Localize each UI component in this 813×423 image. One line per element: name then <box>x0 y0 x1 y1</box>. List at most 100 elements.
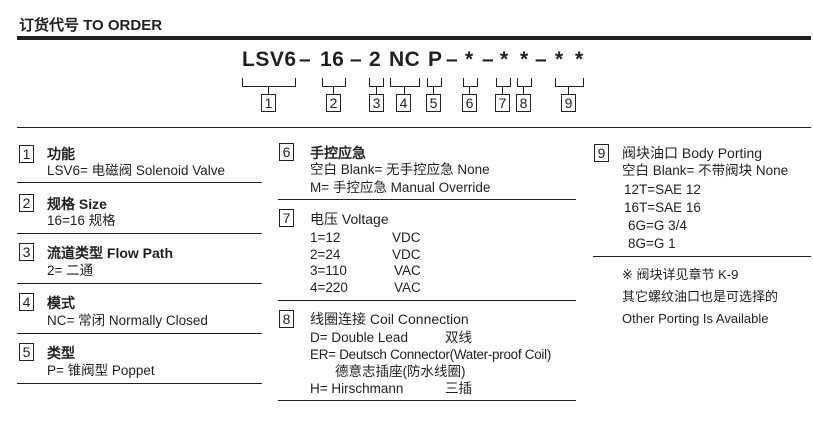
porting-note: ※ 阀块详见章节 K-9 其它螺纹油口也是可选择的 Other Porting … <box>622 264 778 330</box>
section-number: 4 <box>19 293 34 311</box>
code-dash: – <box>482 48 495 71</box>
section-heading: 手控应急 <box>310 145 366 161</box>
section-heading: 电压 Voltage <box>310 211 389 227</box>
position-number: 4 <box>396 94 411 112</box>
divider <box>17 233 262 234</box>
page-title: 订货代号 TO ORDER <box>19 17 163 34</box>
code-dash: – <box>299 48 312 71</box>
section-heading: 类型 <box>47 345 75 361</box>
note-line: ※ 阀块详见章节 K-9 <box>622 267 739 282</box>
bracket-stem <box>404 86 405 94</box>
section-rule <box>17 127 811 128</box>
section-heading: 功能 <box>47 146 75 162</box>
section-line: NC= 常闭 Normally Closed <box>47 313 208 328</box>
section-number: 1 <box>19 145 34 163</box>
code-dash: – <box>535 48 548 71</box>
code-part: P <box>428 48 443 71</box>
position-number: 3 <box>369 94 384 112</box>
voltage-code: 1=12 <box>310 230 341 245</box>
section-line: 双线 <box>445 330 472 345</box>
code-part: NC <box>389 48 421 71</box>
divider <box>278 300 576 301</box>
position-number: 6 <box>462 94 477 112</box>
code-part: * <box>465 48 474 71</box>
bracket <box>496 78 511 87</box>
code-dash: – <box>446 48 459 71</box>
code-part: * <box>575 48 584 71</box>
section-line: 6G=G 3/4 <box>628 218 687 233</box>
section-number: 9 <box>594 144 609 162</box>
position-number: 9 <box>561 94 576 112</box>
code-part: 2 <box>369 48 382 71</box>
section-line: 12T=SAE 12 <box>624 182 701 197</box>
note-line: 其它螺纹油口也是可选择的 <box>622 289 779 304</box>
code-part: * <box>520 48 529 71</box>
section-heading: 阀块油口 Body Porting <box>622 145 763 161</box>
code-part: * <box>500 48 509 71</box>
bracket <box>555 78 584 87</box>
section-line: H= Hirschmann <box>310 381 404 396</box>
position-number: 5 <box>426 94 441 112</box>
bracket <box>390 78 420 87</box>
section-number: 3 <box>19 243 34 261</box>
divider <box>17 333 262 334</box>
voltage-row: 3=110 VAC <box>310 263 421 280</box>
section-line: 16=16 规格 <box>47 213 116 228</box>
voltage-row: 4=220 VAC <box>310 280 421 297</box>
code-dash: – <box>350 48 363 71</box>
voltage-type: VAC <box>394 263 421 278</box>
divider <box>278 400 576 401</box>
section-number: 5 <box>19 343 34 361</box>
bracket-stem <box>268 86 269 94</box>
bracket-stem <box>568 86 569 94</box>
divider <box>17 283 262 284</box>
section-line: 16T=SAE 16 <box>624 200 701 215</box>
section-line: 德意志插座(防水线圈) <box>335 364 466 379</box>
section-line: 2= 二通 <box>47 263 94 278</box>
section-line: 空白 Blank= 无手控应急 None <box>310 162 490 177</box>
section-line: P= 锥阀型 Poppet <box>47 363 155 378</box>
section-number: 2 <box>19 194 34 212</box>
section-line: ER= Deutsch Connector(Water-proof Coil) <box>310 347 552 362</box>
section-line: LSV6= 电磁阀 Solenoid Valve <box>47 163 225 178</box>
section-heading: 规格 Size <box>47 196 107 212</box>
voltage-code: 2=24 <box>310 246 341 262</box>
section-number: 6 <box>279 143 294 161</box>
divider <box>278 199 576 200</box>
voltage-row: 2=24 VDC <box>310 247 421 264</box>
position-number: 2 <box>326 94 341 112</box>
voltage-type: VAC <box>394 279 421 295</box>
bracket-stem <box>333 86 334 94</box>
section-heading: 线圈连接 Coil Connection <box>310 311 469 327</box>
voltage-code: 4=220 <box>310 279 348 295</box>
position-number: 1 <box>261 94 276 112</box>
divider <box>17 182 262 183</box>
section-number: 7 <box>279 209 294 227</box>
code-part: LSV6 <box>242 48 297 71</box>
section-heading: 流道类型 Flow Path <box>47 245 173 261</box>
section-number: 8 <box>279 310 294 328</box>
note-line: Other Porting Is Available <box>622 311 769 326</box>
code-part: * <box>555 48 564 71</box>
bracket <box>463 78 478 87</box>
bracket <box>517 78 532 87</box>
voltage-type: VDC <box>392 246 421 262</box>
code-part: 16 <box>320 48 345 71</box>
voltage-code: 3=110 <box>310 263 347 278</box>
section-line: 空白 Blank= 不带阀块 None <box>622 163 789 178</box>
section-line: 三插 <box>445 381 472 396</box>
title-rule <box>17 36 811 40</box>
divider <box>593 256 811 257</box>
bracket <box>322 78 346 87</box>
voltage-type: VDC <box>392 230 421 245</box>
divider <box>17 383 262 384</box>
section-heading: 模式 <box>47 295 75 311</box>
section-line: M= 手控应急 Manual Override <box>310 180 491 195</box>
bracket-stem <box>433 86 434 94</box>
bracket <box>242 78 296 87</box>
section-line: 8G=G 1 <box>628 236 676 251</box>
bracket-stem <box>469 86 470 94</box>
position-number: 8 <box>516 94 531 112</box>
section-line: D= Double Lead <box>310 330 408 345</box>
